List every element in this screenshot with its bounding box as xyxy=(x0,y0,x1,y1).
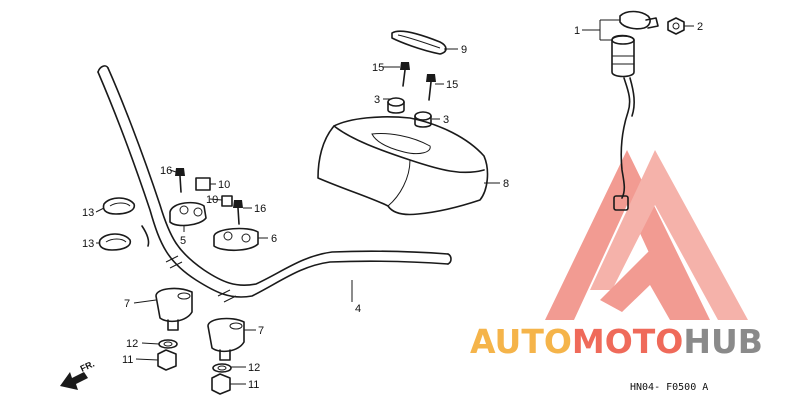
callout-11-left: 11 xyxy=(122,354,133,366)
part-5-upper-holder xyxy=(169,201,207,227)
callout-1: 1 xyxy=(574,25,580,37)
part-6-upper-holder xyxy=(213,227,259,252)
part-9-trim-strip xyxy=(391,30,447,55)
callout-16-right: 16 xyxy=(254,203,266,215)
watermark-auto: AUTO xyxy=(470,322,572,361)
callout-10-upper: 10 xyxy=(218,179,230,191)
part-7-lower-holder-left xyxy=(155,287,193,331)
callout-16-left: 16 xyxy=(160,165,172,177)
part-4-handlebar xyxy=(97,65,452,303)
front-direction-label: FR. xyxy=(79,359,96,374)
part-8-handlebar-cover xyxy=(317,116,489,216)
part-12-washer-right xyxy=(212,363,232,373)
front-direction-arrow: FR. xyxy=(60,359,96,390)
part-13-wire-clamp-upper xyxy=(102,197,136,215)
part-15-bolt-left xyxy=(400,62,410,87)
callout-8: 8 xyxy=(503,178,509,190)
callout-9: 9 xyxy=(461,44,467,56)
callout-6: 6 xyxy=(271,233,277,245)
watermark-hub: HUB xyxy=(683,322,763,361)
callout-4: 4 xyxy=(355,303,361,315)
part-11-nut-right xyxy=(211,373,231,395)
part-16-bolt-right xyxy=(233,200,243,225)
callout-13-lower: 13 xyxy=(82,238,94,250)
part-3-grommet-right xyxy=(414,111,432,128)
callout-5: 5 xyxy=(180,235,186,247)
part-10-nut-lower xyxy=(221,195,233,207)
part-16-bolt-left xyxy=(175,168,185,193)
part-2-nut xyxy=(667,17,685,35)
part-10-nut-upper xyxy=(195,177,211,191)
callout-15-right: 15 xyxy=(446,79,458,91)
callout-labels: 9 15 15 3 3 8 1 2 4 13 13 16 10 10 16 5 … xyxy=(82,21,703,391)
callout-11-right: 11 xyxy=(248,379,259,391)
callout-13-upper: 13 xyxy=(82,207,94,219)
part-15-bolt-right xyxy=(426,74,436,101)
callout-3-left: 3 xyxy=(374,94,380,106)
part-13-wire-clamp-lower xyxy=(98,233,132,251)
part-7-lower-holder-right xyxy=(207,317,245,361)
part-12-washer-left xyxy=(158,339,178,349)
part-11-nut-left xyxy=(157,349,177,371)
callout-7-right: 7 xyxy=(258,325,264,337)
svg-text:AUTOMOTOHUB: AUTOMOTOHUB xyxy=(470,322,763,361)
part-3-grommet-left xyxy=(387,97,405,114)
callout-3-right: 3 xyxy=(443,114,449,126)
callout-10-lower: 10 xyxy=(206,194,218,206)
callout-7-left: 7 xyxy=(124,298,130,310)
watermark-moto: MOTO xyxy=(572,322,683,361)
callout-12-left: 12 xyxy=(126,338,138,350)
watermark-brand-text: AUTOMOTOHUB xyxy=(470,322,763,361)
leader-lines xyxy=(95,19,694,385)
callout-12-right: 12 xyxy=(248,362,260,374)
callout-15-left: 15 xyxy=(372,62,384,74)
watermark-triangle-logo xyxy=(545,150,748,320)
callout-2: 2 xyxy=(697,21,703,33)
diagram-code: HN04- F0500 A xyxy=(630,382,708,393)
